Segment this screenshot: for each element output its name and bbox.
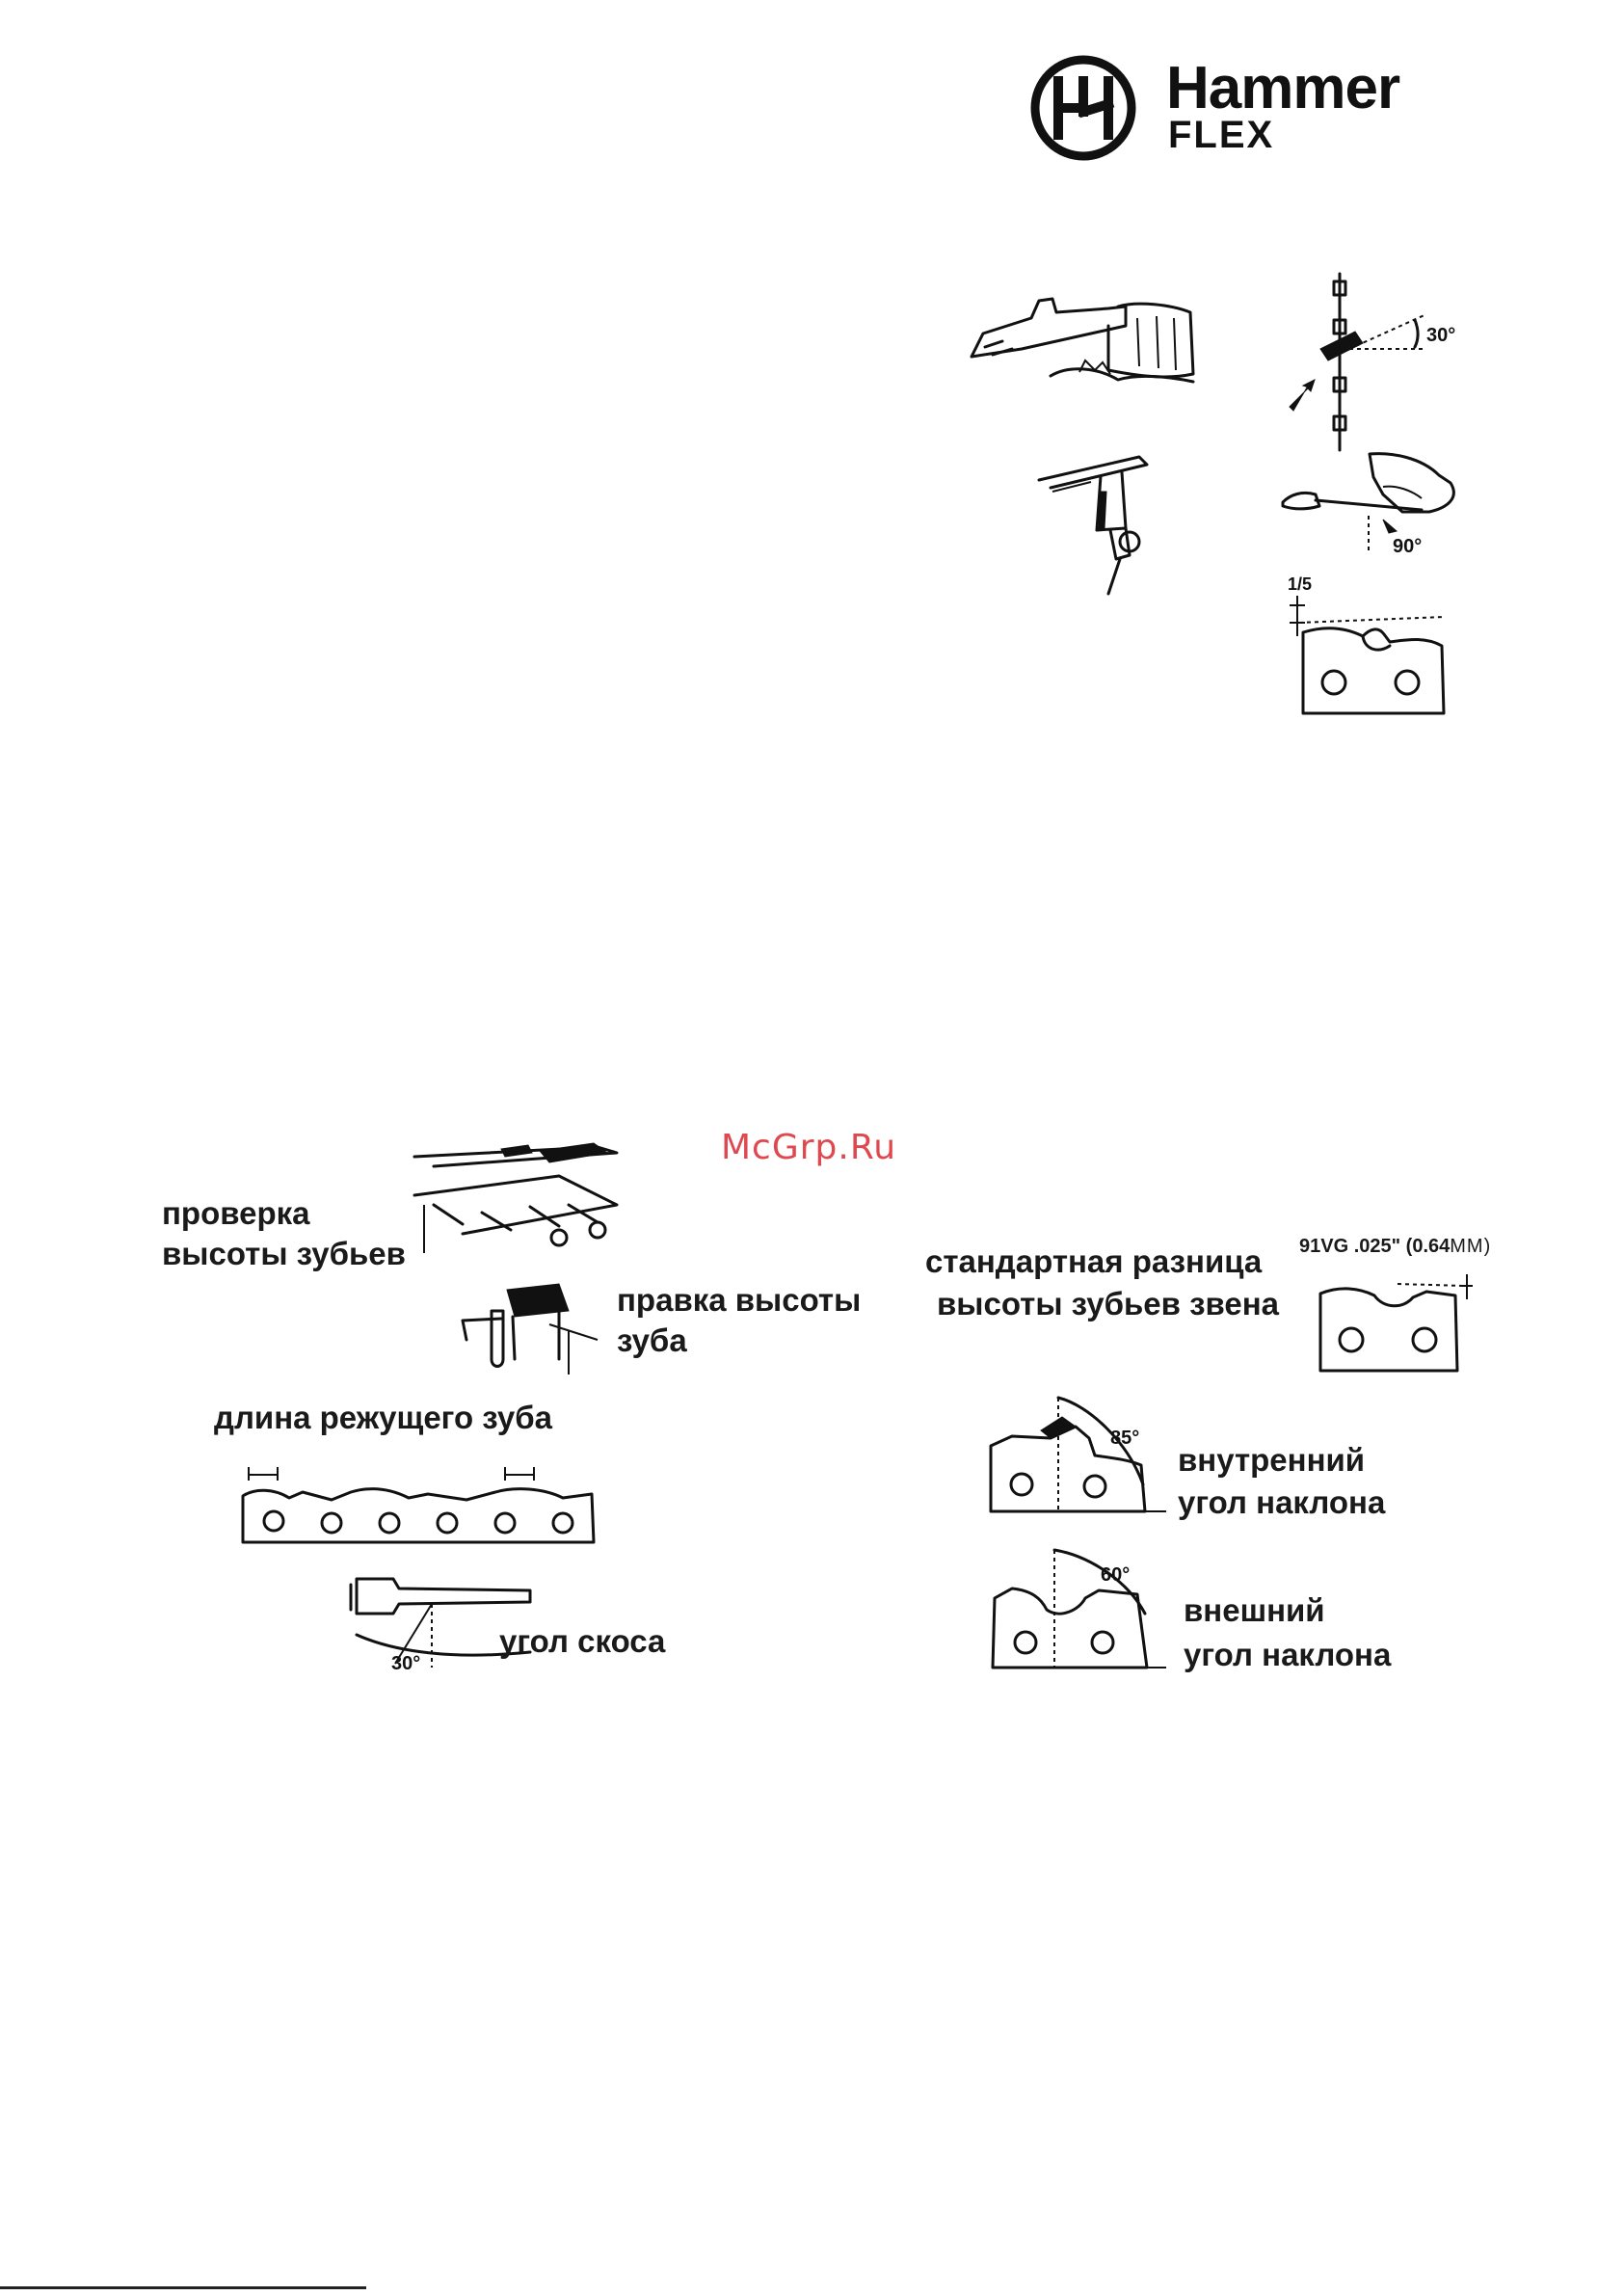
brand-sub: FLEX bbox=[1168, 114, 1274, 157]
check-height-label-1: проверка bbox=[162, 1195, 309, 1232]
inner-angle-illustration: 85° bbox=[983, 1388, 1176, 1523]
outer-angle-label-2: угол наклона bbox=[1184, 1637, 1391, 1673]
spec-value: 91VG .025" (0.64 bbox=[1299, 1236, 1450, 1257]
correct-height-label-2: зуба bbox=[617, 1322, 687, 1359]
file-angle-30-illustration: 30° bbox=[1282, 272, 1455, 455]
correct-height-illustration bbox=[453, 1282, 607, 1378]
check-height-label-2: высоты зубьев bbox=[162, 1236, 406, 1272]
inner-angle-label-1: внутренний bbox=[1178, 1442, 1365, 1479]
std-diff-label-1: стандартная разница bbox=[925, 1243, 1262, 1280]
watermark-text: McGrp.Ru bbox=[721, 1128, 896, 1167]
inner-angle-value: 85° bbox=[1110, 1428, 1139, 1449]
angle-90-label: 90° bbox=[1393, 536, 1422, 557]
tooth-length-illustration bbox=[235, 1455, 601, 1542]
angle-30-label: 30° bbox=[1426, 325, 1455, 346]
spec-label: 91VG .025" (0.64ММ) bbox=[1299, 1236, 1491, 1258]
tooth-length-label: длина режущего зуба bbox=[214, 1400, 552, 1436]
outer-angle-label-1: внешний bbox=[1184, 1592, 1325, 1629]
check-height-illustration bbox=[405, 1137, 636, 1272]
chainsaw-stump-illustration bbox=[964, 280, 1195, 395]
correct-height-label-1: правка высоты bbox=[617, 1282, 861, 1319]
tooth-fraction-illustration: 1/5 bbox=[1270, 569, 1453, 723]
bevel-angle-label: угол скоса bbox=[499, 1623, 665, 1660]
hammer-logo-icon bbox=[1029, 54, 1137, 162]
fraction-label: 1/5 bbox=[1288, 574, 1312, 594]
spec-unit: ММ) bbox=[1450, 1236, 1491, 1257]
outer-angle-value: 60° bbox=[1101, 1564, 1130, 1586]
file-angle-90-illustration: 90° bbox=[1277, 448, 1470, 554]
brand-logo: Hammer FLEX bbox=[1029, 54, 1482, 162]
std-diff-illustration bbox=[1311, 1270, 1475, 1376]
file-holder-illustration bbox=[1033, 453, 1178, 598]
footer-rule bbox=[0, 2286, 366, 2289]
bevel-angle-value: 30° bbox=[391, 1653, 420, 1674]
outer-angle-illustration: 60° bbox=[983, 1542, 1176, 1677]
inner-angle-label-2: угол наклона bbox=[1178, 1484, 1385, 1521]
brand-name: Hammer bbox=[1166, 54, 1399, 122]
std-diff-label-2: высоты зубьев звена bbox=[937, 1286, 1279, 1322]
